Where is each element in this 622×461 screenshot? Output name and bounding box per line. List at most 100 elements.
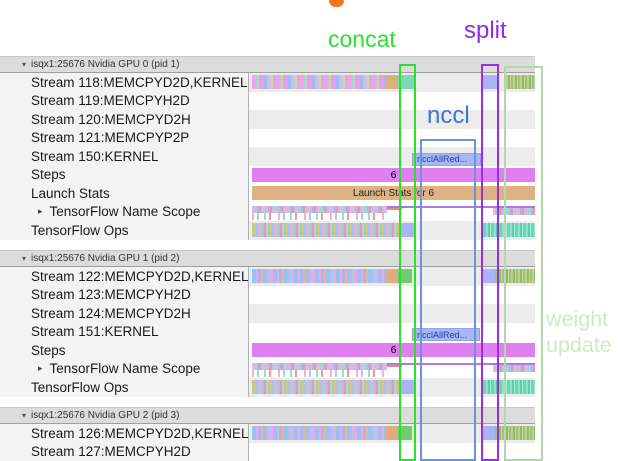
tf-op-event-blue[interactable] [400, 223, 416, 237]
trace-event-tan[interactable] [386, 269, 398, 283]
track-label-text: Stream 119:MEMCPYH2D [31, 93, 190, 109]
track-timeline: 6 [249, 341, 535, 360]
step-event[interactable]: 6 [252, 167, 535, 182]
track-row-stream127: Stream 127:MEMCPYH2D [0, 442, 622, 461]
nccl-annotation: nccl [427, 102, 470, 129]
trace-event-split[interactable] [481, 269, 495, 283]
name-scope-span[interactable] [252, 362, 535, 365]
split-annotation: split [464, 17, 507, 44]
name-scope-events-right[interactable] [493, 364, 535, 372]
trace-events-dense[interactable] [252, 426, 386, 440]
name-scope-events-right[interactable] [493, 207, 535, 215]
track-label: ▸ TensorFlow Name Scope [0, 359, 249, 378]
weight-update-annotation: weight update [546, 307, 612, 357]
track-label-text: Steps [31, 167, 66, 183]
track-row-name-scope: ▸ TensorFlow Name Scope [0, 202, 622, 221]
collapse-arrow-icon[interactable]: ▾ [22, 254, 27, 263]
concat-highlight-box [399, 64, 416, 461]
tf-op-events-teal[interactable] [483, 380, 535, 394]
track-timeline [249, 202, 535, 221]
trace-events-dense[interactable] [252, 269, 386, 283]
track-label-text: Stream 122:MEMCPYD2D,KERNEL,MEMSET [31, 268, 249, 284]
track-label-text: Steps [31, 342, 66, 358]
track-timeline [249, 304, 535, 323]
track-label: Launch Stats [0, 184, 249, 203]
track-label-text: Stream 120:MEMCPYD2H [31, 111, 191, 127]
tf-op-event-blue[interactable] [400, 380, 416, 394]
process-header-gpu0[interactable]: ▾ isqx1:25676 Nvidia GPU 0 (pid 1) [0, 56, 535, 73]
track-timeline [249, 128, 535, 147]
track-row-tf-ops: TensorFlow Ops [0, 221, 622, 240]
collapse-arrow-icon[interactable]: ▾ [22, 60, 27, 69]
track-row-launch-stats: Launch Stats Launch Stats for 6 [0, 184, 622, 203]
trace-events-dense[interactable] [252, 75, 385, 89]
track-list: ▾ isqx1:25676 Nvidia GPU 0 (pid 1) Strea… [0, 56, 622, 461]
track-label: TensorFlow Ops [0, 221, 249, 240]
track-label: Stream 122:MEMCPYD2D,KERNEL,MEMSET [0, 267, 249, 286]
trace-event-concat[interactable] [398, 269, 412, 283]
name-scope-events-nested[interactable] [252, 369, 387, 377]
track-label: Steps [0, 341, 249, 360]
track-label-text: TensorFlow Name Scope [49, 204, 201, 220]
trace-event-concat[interactable] [398, 75, 416, 89]
track-label-text: Stream 118:MEMCPYD2D,KERNEL,MEMSET [31, 74, 248, 90]
step-event[interactable]: 6 [252, 343, 535, 357]
section-gap [0, 239, 622, 250]
nccl-allreduce-event[interactable]: ncclAllRed... [412, 152, 481, 166]
track-row-stream122: Stream 122:MEMCPYD2D,KERNEL,MEMSET [0, 267, 622, 286]
name-scope-events-nested[interactable] [252, 212, 387, 220]
trace-event-tan[interactable] [386, 426, 398, 440]
trace-event-split[interactable] [481, 426, 495, 440]
track-row-name-scope: ▸ TensorFlow Name Scope [0, 359, 622, 378]
trace-events-weight-update[interactable] [504, 75, 535, 89]
name-scope-events[interactable] [252, 205, 387, 213]
trace-event-tan[interactable] [385, 75, 398, 89]
track-label: Stream 118:MEMCPYD2D,KERNEL,MEMSET [0, 73, 249, 92]
track-label-text: Launch Stats [31, 185, 110, 201]
track-row-steps: Steps 6 [0, 165, 622, 184]
track-timeline: ncclAllRed... [249, 322, 535, 341]
expand-arrow-icon[interactable]: ▸ [38, 363, 43, 374]
track-label-text: Stream 121:MEMCPYP2P [31, 130, 190, 146]
track-timeline [249, 221, 535, 240]
track-label: Steps [0, 165, 249, 184]
expand-arrow-icon[interactable]: ▸ [38, 206, 43, 217]
weight-update-highlight-box [504, 66, 543, 461]
track-timeline [249, 378, 535, 397]
track-label-text: TensorFlow Ops [31, 222, 129, 238]
track-label: Stream 121:MEMCPYP2P [0, 128, 249, 147]
process-header-gpu2[interactable]: ▾ isqx1:25676 Nvidia GPU 2 (pid 3) [0, 407, 535, 424]
nccl-highlight-box [420, 139, 476, 461]
track-label: Stream 120:MEMCPYD2H [0, 110, 249, 129]
process-header-gpu1[interactable]: ▾ isqx1:25676 Nvidia GPU 1 (pid 2) [0, 250, 535, 267]
track-label-text: TensorFlow Name Scope [49, 361, 201, 377]
tf-op-events[interactable] [252, 223, 400, 237]
step-number: 6 [390, 168, 397, 181]
track-row-tf-ops: TensorFlow Ops [0, 378, 622, 397]
tf-op-events-teal[interactable] [483, 223, 535, 237]
collapse-arrow-icon[interactable]: ▾ [22, 411, 27, 420]
track-label: ▸ TensorFlow Name Scope [0, 202, 249, 221]
trace-event-split[interactable] [481, 75, 499, 89]
trace-event-concat[interactable] [398, 426, 412, 440]
track-label: Stream 150:KERNEL [0, 147, 249, 166]
track-timeline: ncclAllRed... [249, 147, 535, 166]
track-label: Stream 123:MEMCPYH2D [0, 285, 249, 304]
nccl-allreduce-label: ncclAllRed... [417, 154, 468, 164]
track-label: Stream 151:KERNEL [0, 322, 249, 341]
track-timeline [249, 424, 535, 443]
track-label: Stream 126:MEMCPYD2D,KERNEL,MEMSET [0, 424, 249, 443]
concat-annotation: concat [328, 26, 396, 52]
name-scope-span[interactable] [252, 205, 535, 208]
track-row-stream151: Stream 151:KERNEL ncclAllRed... [0, 322, 622, 341]
launch-stats-event[interactable]: Launch Stats for 6 [252, 186, 535, 200]
track-row-stream120: Stream 120:MEMCPYD2H [0, 110, 622, 129]
name-scope-events[interactable] [252, 362, 387, 370]
nccl-allreduce-event[interactable]: ncclAllRed... [412, 328, 480, 341]
tf-op-events[interactable] [252, 380, 400, 394]
nccl-allreduce-label: ncclAllRed... [417, 329, 468, 340]
track-timeline [249, 91, 535, 110]
track-timeline [249, 359, 535, 378]
track-label-text: TensorFlow Ops [31, 379, 129, 395]
track-row-stream123: Stream 123:MEMCPYH2D [0, 285, 622, 304]
